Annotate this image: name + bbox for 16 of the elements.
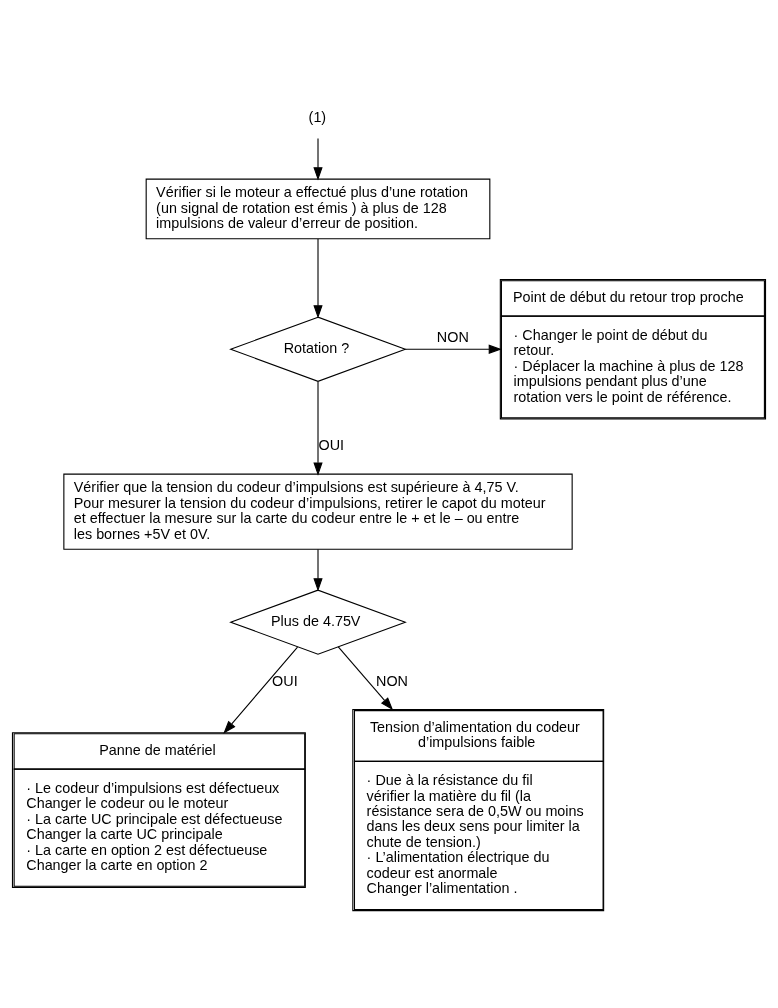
arrow <box>313 548 323 592</box>
node-box: Vérifier que la tension du codeur d’impulsions est supérieure à 4,75 V. Pour mesurer la tension du codeur d’impulsions, retirer le capot du moteur et effectuer la mesure sur la carte du codeur entre le + et le – ou entre les bornes +5V et 0V. <box>63 473 573 550</box>
node-text: (1) <box>308 108 327 125</box>
arrow <box>223 646 299 734</box>
arrow <box>313 137 323 181</box>
node-diamond: Plus de 4.75V <box>229 589 407 655</box>
node-box: Vérifier si le moteur a effectué plus d’une rotation (un signal de rotation est émis ) à plus de 128 impulsions de valeur d’erreur de position. <box>145 178 491 239</box>
edge-label: OUI <box>272 672 298 689</box>
edge-label: NON <box>376 672 408 689</box>
edge-label: NON <box>436 328 469 345</box>
edge-label: OUI <box>318 436 345 453</box>
arrow <box>337 645 394 710</box>
arrow <box>404 344 502 354</box>
arrow <box>313 380 323 476</box>
node-diamond: Rotation ? <box>229 316 407 382</box>
arrow <box>313 237 323 318</box>
